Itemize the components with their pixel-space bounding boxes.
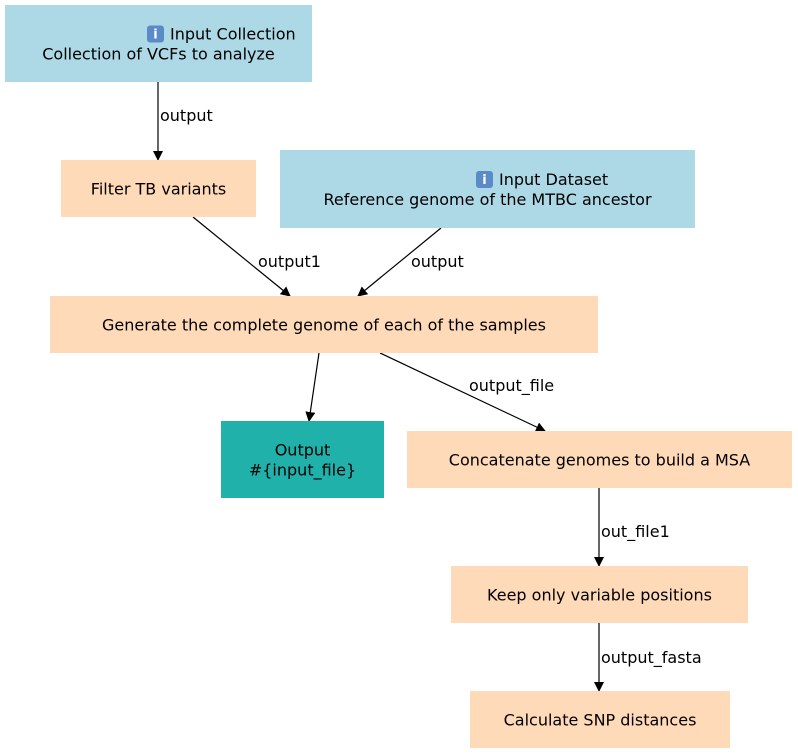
node-title: Calculate SNP distances bbox=[504, 711, 697, 730]
edge-label: output bbox=[411, 252, 464, 271]
node-keep-variable: Keep only variable positions bbox=[451, 566, 748, 623]
node-title: Output bbox=[275, 441, 331, 460]
node-output-node: Output#{input_file} bbox=[221, 421, 384, 498]
node-box bbox=[61, 160, 256, 217]
svg-text:i: i bbox=[482, 173, 486, 188]
node-title: Keep only variable positions bbox=[487, 586, 712, 605]
node-box bbox=[280, 150, 695, 228]
svg-text:i: i bbox=[153, 28, 157, 43]
node-concatenate: Concatenate genomes to build a MSA bbox=[407, 431, 792, 488]
node-box bbox=[50, 296, 598, 353]
node-box bbox=[5, 5, 312, 82]
node-box bbox=[470, 691, 730, 748]
node-filter-tb: Filter TB variants bbox=[61, 160, 256, 217]
node-subtitle: Collection of VCFs to analyze bbox=[42, 45, 275, 64]
edge-label: out_file1 bbox=[601, 522, 670, 542]
edge-filter_tb-to-generate_genome bbox=[192, 216, 291, 297]
edge-label: output1 bbox=[258, 252, 321, 271]
info-icon: i bbox=[476, 171, 493, 188]
node-subtitle: Reference genome of the MTBC ancestor bbox=[323, 190, 651, 209]
edge-generate_genome-to-concatenate bbox=[379, 352, 546, 432]
edge-label: output bbox=[160, 106, 213, 125]
node-box bbox=[451, 566, 748, 623]
edge-label: output_fasta bbox=[601, 648, 702, 668]
edge-label: output_file bbox=[469, 376, 554, 396]
info-icon: i bbox=[147, 25, 164, 43]
node-title: Input Collection bbox=[170, 25, 296, 44]
node-title: Concatenate genomes to build a MSA bbox=[449, 451, 750, 470]
node-box bbox=[407, 431, 792, 488]
node-box bbox=[221, 421, 384, 498]
node-snp-distances: Calculate SNP distances bbox=[470, 691, 730, 748]
node-generate-genome: Generate the complete genome of each of … bbox=[50, 296, 598, 353]
node-title: Generate the complete genome of each of … bbox=[102, 316, 546, 335]
edge-input_dataset-to-generate_genome bbox=[357, 227, 442, 297]
node-subtitle: #{input_file} bbox=[249, 461, 356, 481]
node-title: Filter TB variants bbox=[91, 180, 226, 199]
node-title: Input Dataset bbox=[499, 170, 608, 189]
edge-generate_genome-to-output_node bbox=[305, 352, 320, 422]
